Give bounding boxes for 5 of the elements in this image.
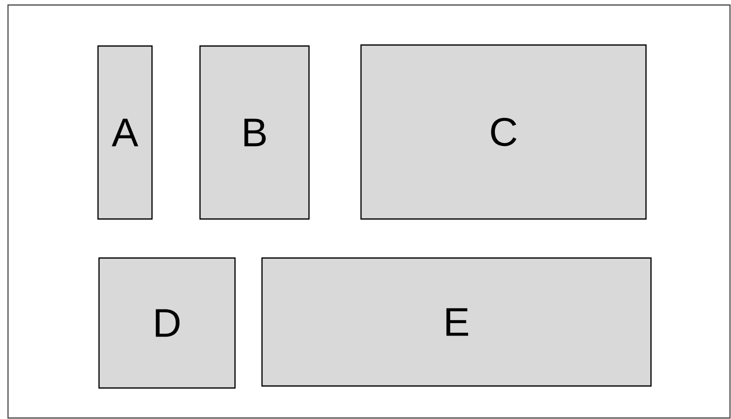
shaded-box: A (97, 45, 153, 220)
shaded-box: B (199, 45, 310, 220)
shaded-box: E (261, 257, 652, 387)
shaded-box: D (98, 257, 236, 389)
shaded-box: C (360, 44, 647, 220)
